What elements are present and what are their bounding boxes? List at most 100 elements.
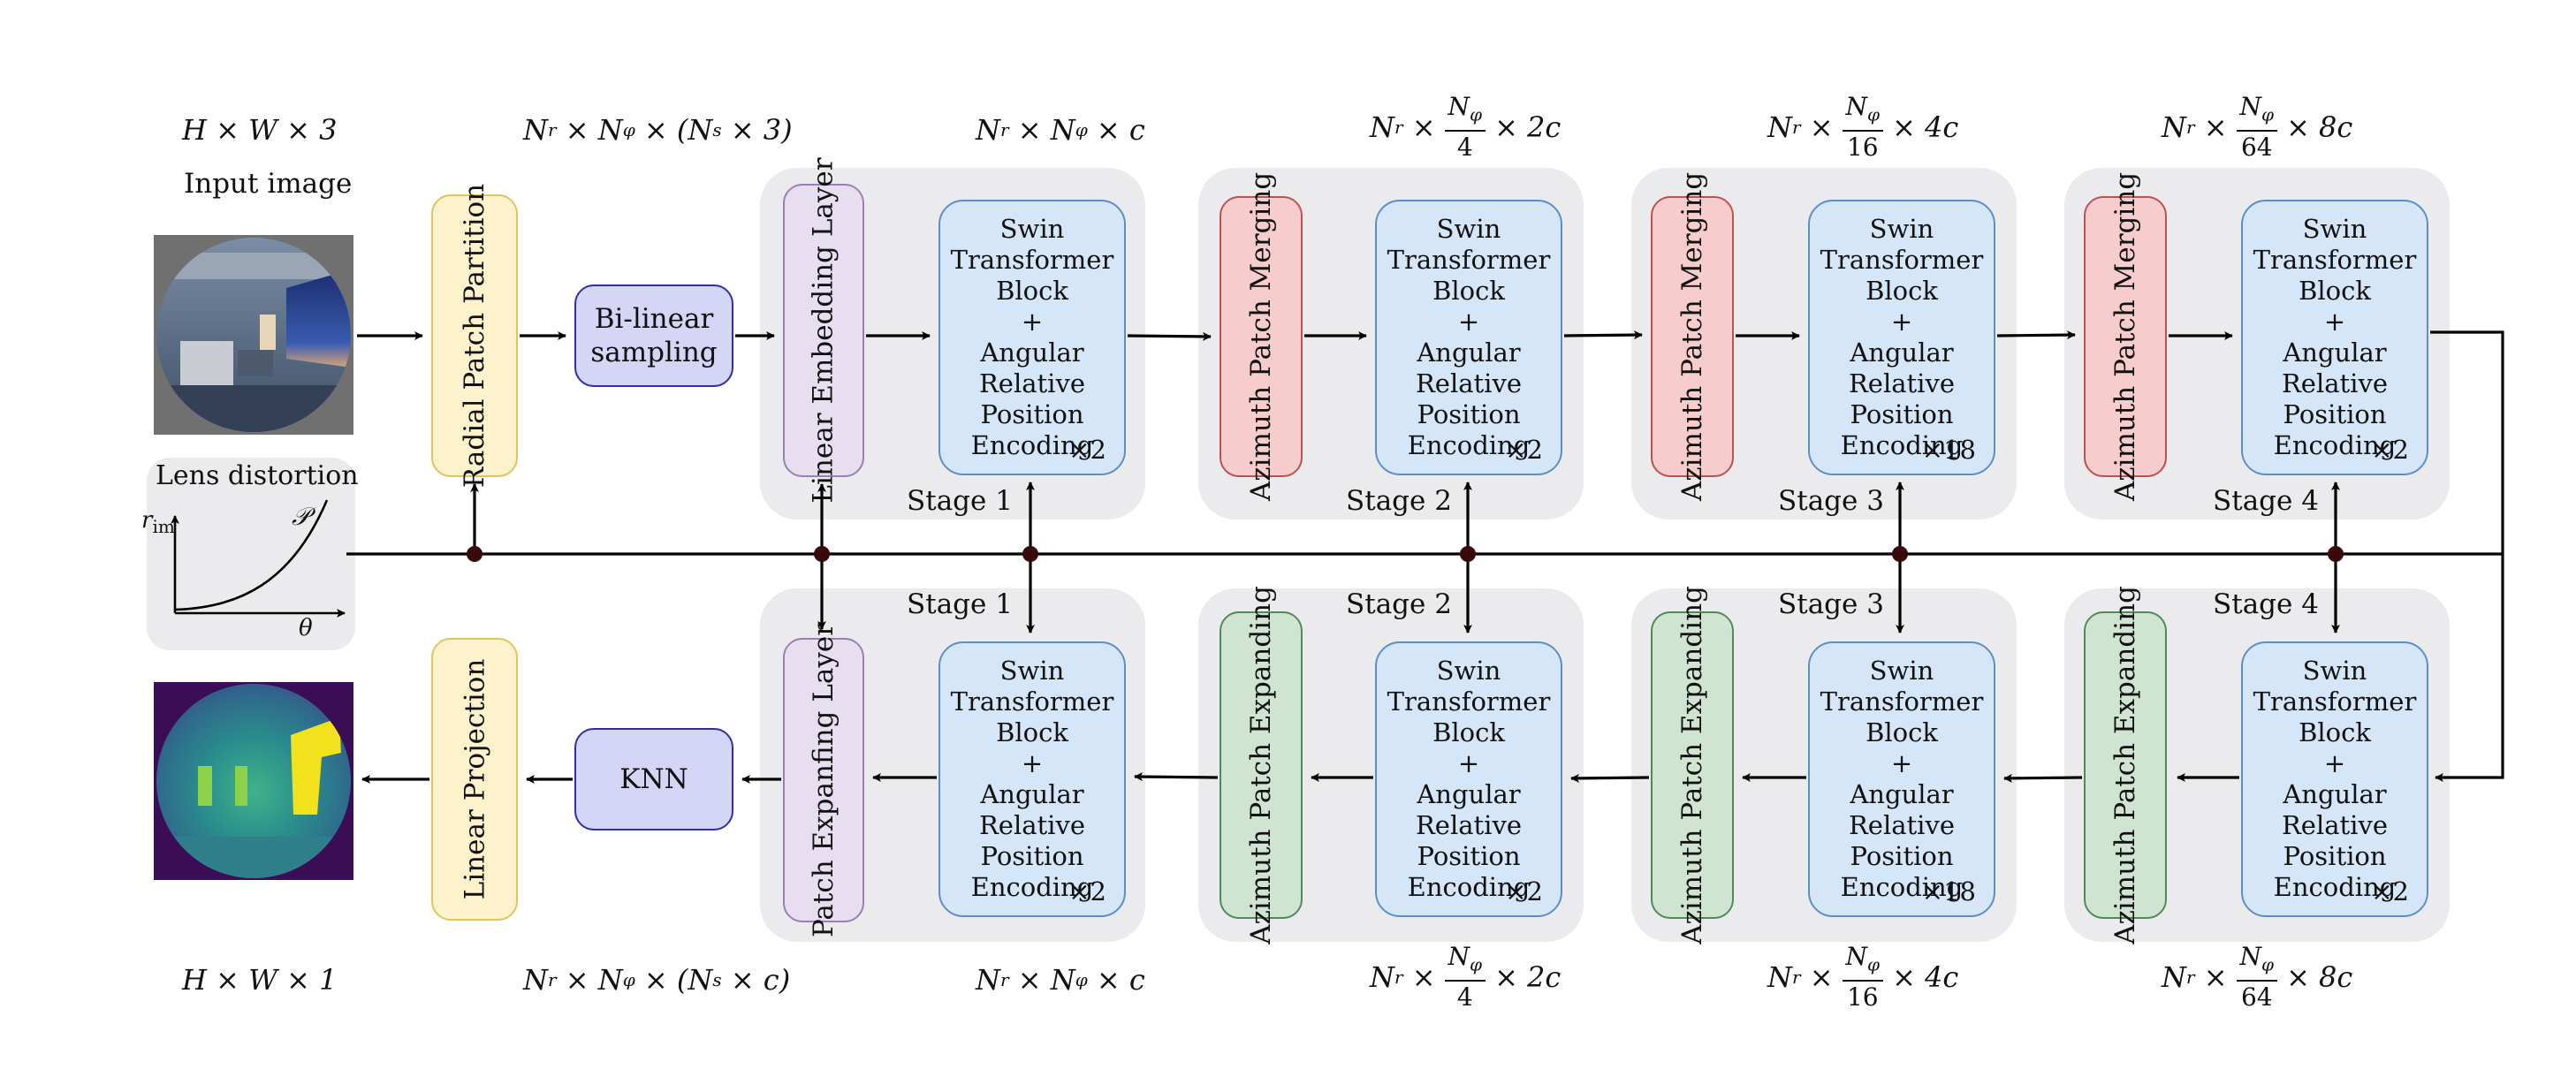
dim-tail: 8c	[2319, 110, 2353, 145]
swin-line-6: Position	[2283, 841, 2387, 871]
dim-subscript: φ	[622, 119, 635, 140]
dim-tail: c	[1128, 113, 1145, 147]
swin-line-7: Encoding	[1407, 430, 1531, 460]
dim-subscript: s	[712, 969, 722, 990]
repeat-multiplier: ×2	[1505, 876, 1543, 906]
repeat-multiplier: ×2	[2371, 435, 2409, 465]
swin-line-4: +	[1890, 307, 1913, 337]
lens-distortion-title: Lens distortion	[156, 460, 359, 491]
dim-symbol: N	[523, 963, 548, 997]
dim-fraction: Nφ 4	[1444, 942, 1486, 1012]
dim-symbol: N	[1050, 963, 1075, 997]
swin-line-7: Encoding	[1840, 872, 1964, 902]
dim-denominator: 16	[1846, 132, 1879, 162]
swin-line-6: Position	[2283, 399, 2387, 429]
dim-subscript: φ	[1867, 953, 1881, 975]
dim-numerator: N	[1845, 942, 1868, 971]
swin-line-7: Encoding	[2273, 872, 2397, 902]
swin-line-6: Position	[1417, 399, 1521, 429]
repeat-multiplier: ×2	[1068, 876, 1106, 906]
repeat-multiplier: ×2	[1068, 435, 1106, 465]
dim-subscript: r	[1394, 967, 1403, 989]
encoder-stage-2-label: Stage 2	[1346, 485, 1452, 517]
repeat-multiplier: ×18	[1921, 876, 1976, 906]
swin-line-4: +	[2323, 307, 2346, 337]
dim-symbol: N	[1767, 110, 1792, 145]
lens-y-axis-label: rim	[141, 507, 175, 537]
decoder-stage-2-label: Stage 2	[1346, 588, 1452, 620]
dim-tail: 2c	[1527, 110, 1562, 145]
decoder-stage-1-label: Stage 1	[907, 588, 1013, 620]
dim-numerator: N	[1845, 92, 1868, 121]
lens-curve-label: 𝒫	[292, 502, 310, 531]
swin-line-6: Position	[1850, 399, 1954, 429]
bilinear-label-line2: sampling	[590, 337, 718, 368]
azimuth-merging-label: Azimuth Patch Merging	[1676, 171, 1708, 502]
dim-subscript: r	[2186, 117, 2195, 139]
swin-line-2: Transformer	[2253, 245, 2417, 275]
repeat-multiplier: ×2	[1505, 435, 1543, 465]
dim-symbol: N	[2162, 110, 2186, 145]
swin-line-1: Swin	[1436, 214, 1501, 244]
dim-subscript: φ	[1075, 119, 1088, 140]
azimuth-merging-label: Azimuth Patch Merging	[1245, 171, 1277, 502]
lens-x-axis-label: θ	[299, 615, 313, 641]
azimuth-expanding-label: Azimuth Patch Expanding	[1676, 586, 1708, 944]
dim-numerator: N	[1448, 92, 1470, 121]
dim-numerator: N	[2239, 92, 2262, 121]
swin-line-5: Angular Relative	[978, 338, 1086, 398]
swin-line-7: Encoding	[1840, 430, 1964, 460]
decoder-azimuth-expanding-2: Azimuth Patch Expanding	[1220, 586, 1303, 944]
swin-line-5: Angular Relative	[1415, 779, 1523, 840]
dim-tail: 8c	[2319, 960, 2353, 995]
swin-line-4: +	[1021, 748, 1044, 778]
knn-box: KNN	[574, 728, 733, 831]
radial-patch-partition-box: Radial Patch Partition	[431, 184, 518, 488]
linear-projection-label: Linear Projection	[459, 658, 491, 900]
dim-tail: c	[1128, 963, 1145, 997]
encoder-swin-block-2: Swin Transformer Block + Angular Relativ…	[1375, 200, 1562, 475]
linear-projection-box: Linear Projection	[431, 638, 518, 921]
dim-fraction: Nφ 4	[1444, 92, 1486, 162]
dim-subscript: r	[1394, 117, 1403, 139]
linear-embedding-layer-label: Linear Embedding Layer	[808, 157, 840, 504]
dim-denominator: 64	[2240, 132, 2273, 162]
swin-line-6: Position	[1850, 841, 1954, 871]
decoder-stage-4-label: Stage 4	[2213, 588, 2319, 620]
swin-line-6: Position	[980, 399, 1084, 429]
dim-subscript: φ	[1470, 103, 1483, 125]
output-depth-image	[154, 682, 353, 880]
lens-y-axis-subscript: im	[152, 516, 175, 538]
swin-line-3: Block	[1866, 276, 1938, 306]
knn-label: KNN	[619, 763, 688, 795]
encoder-azimuth-merging-2: Azimuth Patch Merging	[1220, 172, 1303, 501]
swin-line-5: Angular Relative	[978, 779, 1086, 840]
swin-line-4: +	[1457, 307, 1480, 337]
linear-embedding-layer-box: Linear Embedding Layer	[783, 157, 864, 504]
swin-line-4: +	[1457, 748, 1480, 778]
swin-line-3: Block	[996, 276, 1068, 306]
dim-symbol: N	[1370, 960, 1394, 995]
dim-tail: 4c	[1925, 960, 1959, 995]
swin-line-6: Position	[980, 841, 1084, 871]
swin-line-1: Swin	[1436, 656, 1501, 686]
dim-fraction: Nφ 16	[1842, 92, 1884, 162]
dim-symbol: N	[976, 963, 1000, 997]
dim-numerator: N	[1448, 942, 1470, 971]
swin-line-1: Swin	[2302, 214, 2367, 244]
dim-subscript: r	[1792, 117, 1801, 139]
dim-subscript: r	[1792, 967, 1801, 989]
dim-symbol: N	[2162, 960, 2186, 995]
dim-denominator: 16	[1846, 982, 1879, 1012]
dim-subscript: r	[1000, 969, 1009, 990]
dim-tail: × 3)	[730, 113, 793, 147]
dim-symbol: (N	[676, 963, 713, 997]
lens-y-axis-symbol: r	[141, 507, 153, 534]
swin-line-1: Swin	[2302, 656, 2367, 686]
decoder-stage-3-label: Stage 3	[1778, 588, 1884, 620]
dim-tail: 2c	[1527, 960, 1562, 995]
dim-subscript: φ	[2261, 103, 2275, 125]
